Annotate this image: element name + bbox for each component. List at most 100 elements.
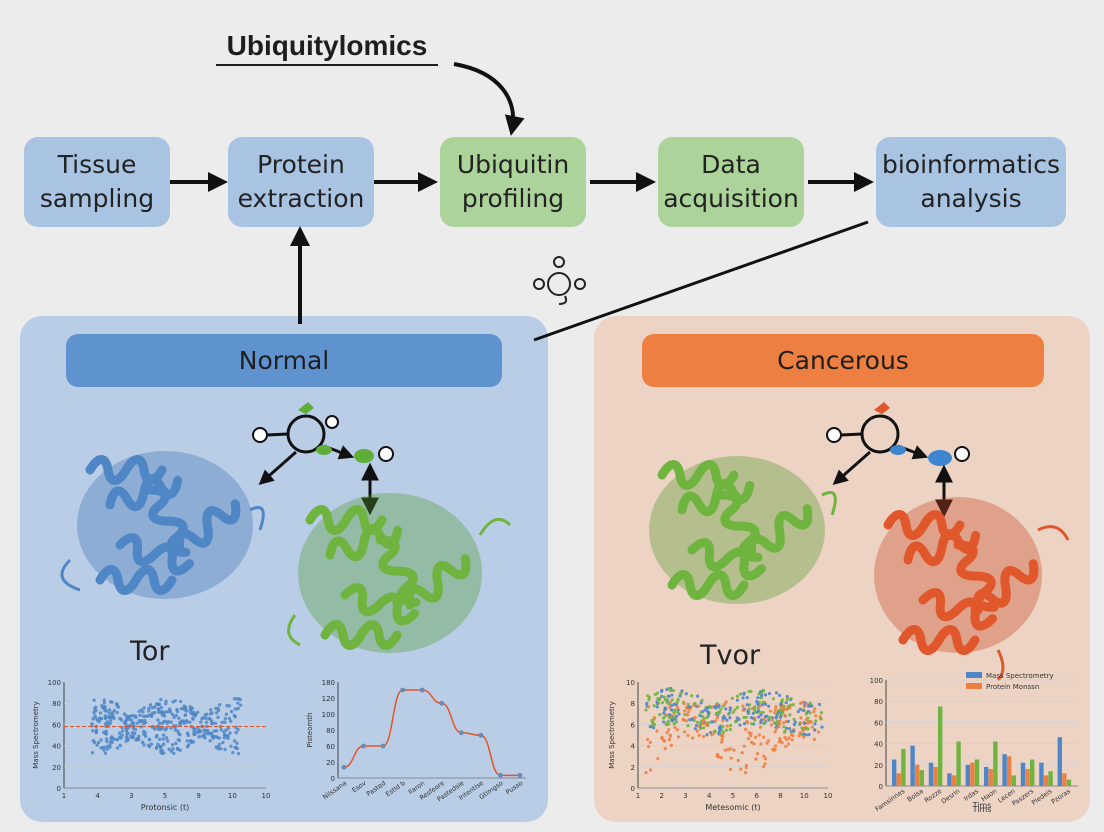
data-point: [671, 688, 675, 693]
data-point: [652, 726, 656, 730]
data-point: [813, 707, 817, 711]
data-point: [175, 708, 179, 712]
data-point: [723, 748, 727, 752]
y-tick-label: 60: [52, 721, 61, 729]
data-point: [673, 725, 677, 730]
y-axis-label: Pisteomth: [306, 713, 314, 748]
data-point: [708, 705, 712, 710]
x-axis-label: Protonsic (t): [141, 803, 190, 812]
data-point: [697, 704, 701, 708]
data-point: [719, 756, 723, 760]
data-point: [97, 716, 102, 720]
data-point: [662, 739, 667, 743]
data-point: [664, 713, 668, 717]
data-point: [667, 738, 671, 742]
data-point: [665, 730, 669, 735]
data-point: [667, 722, 671, 726]
y-tick-label: 80: [52, 700, 61, 708]
data-point: [224, 712, 229, 716]
data-point: [753, 716, 757, 720]
data-point: [669, 743, 673, 747]
data-point: [193, 712, 198, 716]
data-point: [108, 719, 113, 723]
data-point: [743, 770, 748, 775]
data-point: [701, 735, 706, 739]
data-point: [813, 728, 817, 732]
data-point: [204, 720, 209, 724]
data-point: [108, 742, 112, 747]
y-tick-label: 40: [52, 743, 61, 751]
data-point: [740, 751, 744, 755]
data-point: [782, 725, 786, 729]
data-point: [705, 715, 709, 720]
data-point: [674, 714, 679, 719]
data-point: [769, 723, 774, 727]
data-point: [94, 716, 98, 720]
data-point: [728, 767, 733, 772]
x-tick-label: Rozze: [923, 787, 943, 804]
data-point: [749, 731, 753, 736]
data-point: [647, 698, 651, 702]
data-point: [158, 737, 162, 742]
data-point: [91, 717, 95, 721]
data-point: [747, 689, 751, 694]
data-point: [812, 710, 816, 714]
data-point: [791, 734, 795, 738]
data-point: [717, 704, 721, 708]
data-point: [226, 736, 230, 741]
data-point: [159, 706, 164, 710]
data-point: [754, 757, 758, 761]
data-point: [802, 704, 806, 709]
data-point: [646, 705, 651, 709]
data-point: [784, 744, 788, 749]
y-tick-label: 100: [48, 679, 61, 687]
data-point: [236, 706, 240, 711]
data-point: [202, 728, 206, 732]
data-point: [102, 698, 106, 702]
data-point: [695, 729, 699, 733]
data-point: [119, 718, 124, 722]
data-point: [227, 716, 232, 721]
data-point: [229, 709, 234, 714]
data-point: [722, 714, 726, 718]
data-point: [211, 735, 215, 739]
data-point: [657, 696, 662, 701]
y-tick-label: 2: [631, 764, 635, 772]
data-point: [663, 695, 667, 699]
data-point: [809, 704, 814, 708]
data-point: [727, 712, 731, 716]
bar: [1007, 756, 1012, 786]
data-point: [209, 731, 214, 736]
data-point: [92, 698, 96, 702]
data-point: [233, 745, 237, 750]
data-point: [783, 729, 787, 733]
data-point: [729, 756, 733, 760]
data-point: [102, 701, 107, 705]
data-point: [177, 716, 181, 720]
data-point: [238, 697, 242, 702]
data-point: [458, 730, 464, 736]
data-point: [161, 733, 166, 737]
data-point: [784, 707, 788, 711]
x-tick-label: 10: [800, 792, 809, 800]
step-protein-extraction: Protein extraction: [228, 137, 374, 227]
data-point: [191, 739, 196, 744]
bar: [1057, 737, 1062, 786]
x-tick-label: 6: [755, 792, 760, 800]
page-title: Ubiquitylomics: [216, 30, 438, 66]
data-point: [725, 718, 729, 722]
data-point: [719, 707, 723, 711]
data-point: [166, 719, 171, 724]
data-point: [707, 721, 711, 725]
data-point: [756, 702, 760, 706]
data-point: [796, 710, 800, 714]
data-point: [675, 700, 679, 704]
data-point: [753, 705, 757, 709]
data-point: [701, 726, 706, 730]
data-point: [176, 747, 180, 752]
data-point: [670, 719, 674, 723]
data-point: [703, 708, 707, 712]
data-point: [767, 691, 772, 696]
data-point: [675, 706, 680, 710]
step-tissue-sampling: Tissue sampling: [24, 137, 170, 227]
